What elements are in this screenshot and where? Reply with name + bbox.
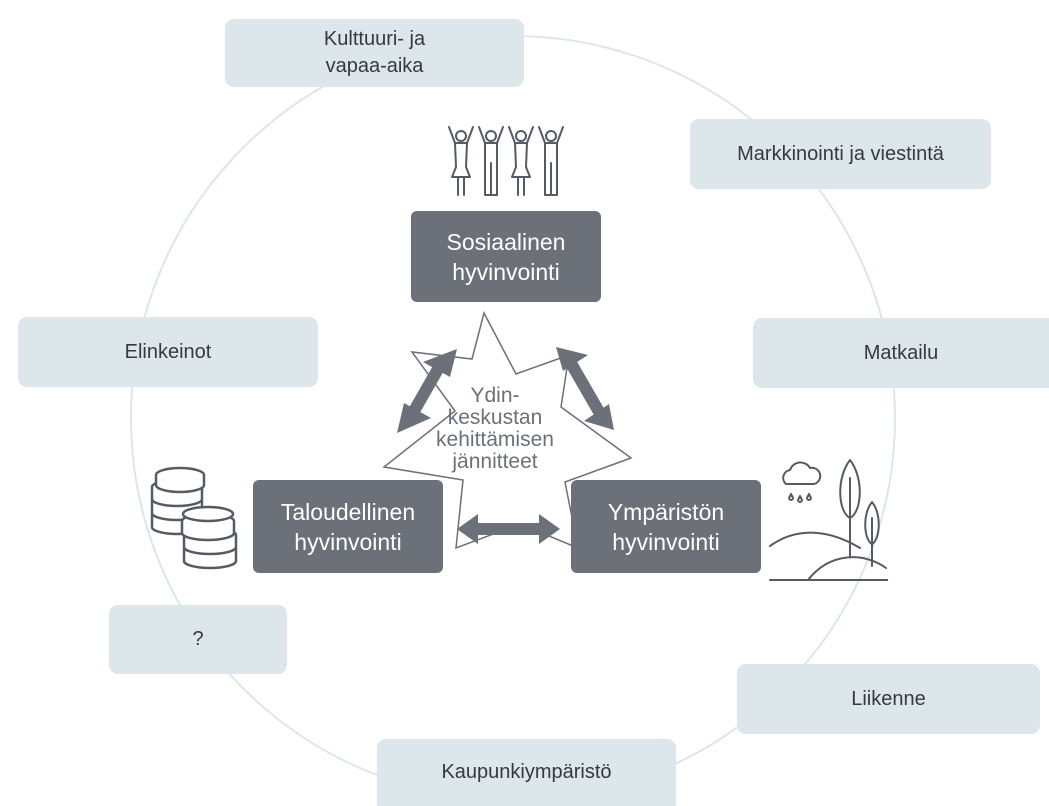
core-label-line-1: Ydin- (470, 384, 520, 407)
sector-urban-label: Kaupunkiympäristö (441, 761, 612, 783)
arrow-economic-environmental (457, 514, 560, 544)
dimension-environmental-label: Ympäristön hyvinvointi (607, 498, 725, 555)
sector-tourism: Matkailu (753, 318, 1049, 388)
core-label-line-2: keskustan (447, 406, 543, 429)
core-label: Ydin- keskustan kehittämisen jännitteet (420, 385, 570, 473)
sector-culture: Kulttuuri- ja vapaa-aika (225, 19, 524, 87)
dimension-economic: Taloudellinen hyvinvointi (253, 480, 443, 573)
core-label-line-4: jännitteet (452, 450, 538, 473)
sector-urban: Kaupunkiympäristö (377, 739, 676, 806)
sector-marketing: Markkinointi ja viestintä (690, 119, 991, 189)
dimension-social: Sosiaalinen hyvinvointi (411, 211, 601, 302)
sector-marketing-label: Markkinointi ja viestintä (737, 142, 944, 165)
dimension-social-label: Sosiaalinen hyvinvointi (446, 228, 566, 285)
sector-traffic: Liikenne (737, 664, 1040, 734)
coins-icon (150, 466, 238, 570)
sector-unknown: ? (109, 605, 287, 674)
landscape-icon (769, 459, 888, 581)
people-icon (448, 126, 564, 196)
arrow-social-environmental (556, 347, 614, 430)
sector-unknown-label: ? (192, 628, 204, 650)
arrow-social-economic (397, 349, 457, 433)
sector-traffic-label: Liikenne (851, 687, 926, 710)
sector-business: Elinkeinot (18, 317, 318, 387)
sector-business-label: Elinkeinot (124, 340, 212, 363)
sector-tourism-label: Matkailu (863, 341, 939, 364)
dimension-environmental: Ympäristön hyvinvointi (571, 480, 761, 573)
sector-culture-label: Kulttuuri- ja vapaa-aika (323, 28, 426, 77)
dimension-economic-label: Taloudellinen hyvinvointi (280, 498, 416, 555)
core-label-line-3: kehittämisen (436, 428, 554, 451)
